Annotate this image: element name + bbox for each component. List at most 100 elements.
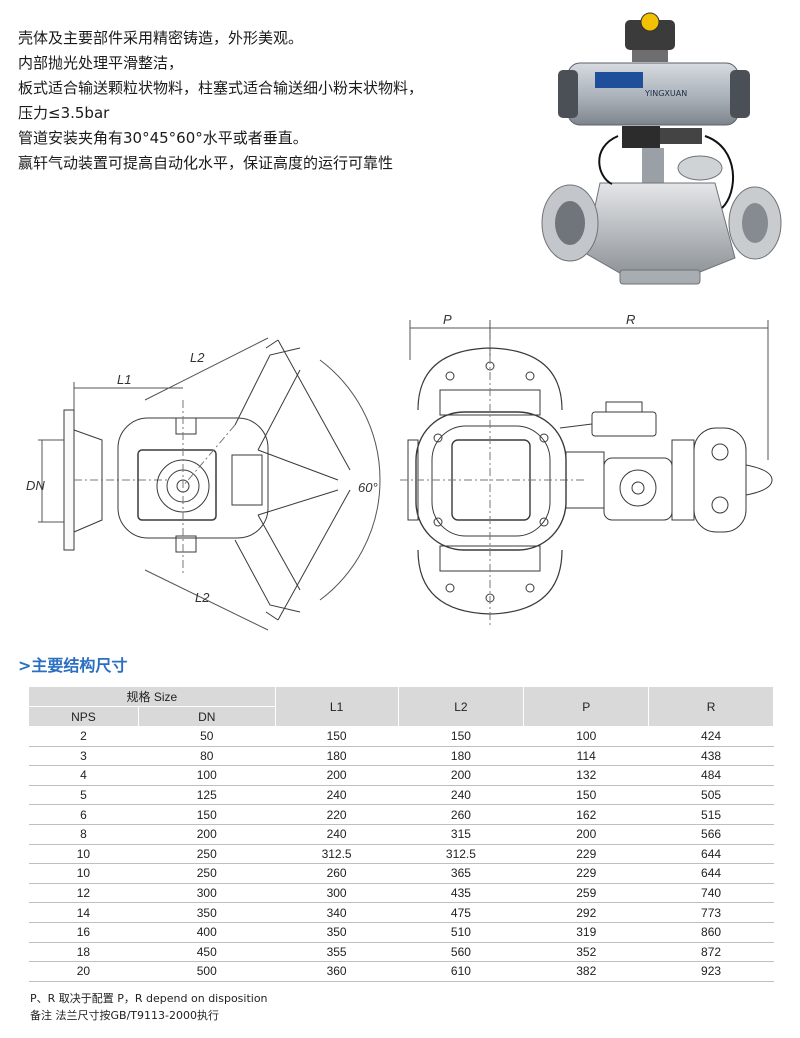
table-cell: 12 [28,883,139,904]
table-cell: 100 [523,726,649,747]
table-cell: 150 [523,785,649,806]
table-cell: 382 [523,961,649,982]
section-title: >主要结构尺寸 [18,656,128,675]
header-l2: L2 [397,686,525,727]
table-cell: 259 [523,883,649,904]
table-cell: 610 [398,961,524,982]
intro-line-2: 内部抛光处理平滑整洁， [18,54,184,72]
table-cell: 14 [28,902,139,923]
actuator-label: YINGXUAN [644,89,687,98]
technical-drawing: L1 L2 L2 DN 60° P R [26,312,773,631]
header-l1: L1 [274,686,399,727]
table-cell: 8 [28,824,139,845]
note-line-2: 备注 法兰尺寸按GB/T9113-2000执行 [30,1009,219,1022]
notes: P、R 取决于配置 P，R depend on disposition 备注 法… [30,990,268,1024]
table-cell: 6 [28,804,139,825]
table-cell: 560 [398,942,524,963]
table-cell: 292 [523,902,649,923]
label-angle: 60° [358,480,378,495]
table-cell: 740 [648,883,774,904]
label-l2-top: L2 [190,350,205,365]
table-cell: 315 [398,824,524,845]
table-cell: 773 [648,902,774,923]
table-cell: 400 [138,922,276,943]
table-cell: 200 [275,765,398,786]
table-cell: 16 [28,922,139,943]
table-cell: 200 [523,824,649,845]
table-cell: 10 [28,863,139,884]
table-cell: 260 [398,804,524,825]
table-cell: 500 [138,961,276,982]
header-nps: NPS [28,706,139,727]
table-cell: 860 [648,922,774,943]
table-cell: 200 [398,765,524,786]
intro-line-4: 压力≤3.5bar [18,104,110,122]
table-cell: 350 [275,922,398,943]
table-cell: 350 [138,902,276,923]
table-cell: 340 [275,902,398,923]
table-cell: 438 [648,746,774,767]
table-cell: 5 [28,785,139,806]
table-cell: 50 [138,726,276,747]
table-cell: 240 [398,785,524,806]
table-cell: 250 [138,844,276,865]
table-cell: 220 [275,804,398,825]
table-cell: 3 [28,746,139,767]
table-cell: 360 [275,961,398,982]
table-cell: 300 [275,883,398,904]
intro-line-5: 管道安装夹角有30°45°60°水平或者垂直。 [18,129,308,147]
table-cell: 240 [275,785,398,806]
label-l1: L1 [117,372,131,387]
side-view [38,337,381,631]
table-cell: 505 [648,785,774,806]
label-r: R [626,312,635,327]
table-cell: 872 [648,942,774,963]
intro-line-6: 赢轩气动装置可提高自动化水平，保证高度的运行可靠性 [18,154,394,172]
table-cell: 200 [138,824,276,845]
table-cell: 150 [275,726,398,747]
table-cell: 475 [398,902,524,923]
table-cell: 80 [138,746,276,767]
table-cell: 229 [523,844,649,865]
table-cell: 240 [275,824,398,845]
table-cell: 260 [275,863,398,884]
table-cell: 150 [398,726,524,747]
table-cell: 510 [398,922,524,943]
table-cell: 515 [648,804,774,825]
table-cell: 365 [398,863,524,884]
table-cell: 18 [28,942,139,963]
table-cell: 125 [138,785,276,806]
table-cell: 355 [275,942,398,963]
label-l2-bottom: L2 [195,590,210,605]
table-cell: 20 [28,961,139,982]
table-cell: 180 [275,746,398,767]
table-cell: 424 [648,726,774,747]
table-cell: 229 [523,863,649,884]
header-r: R [648,686,774,727]
table-cell: 352 [523,942,649,963]
table-cell: 162 [523,804,649,825]
table-cell: 10 [28,844,139,865]
label-dn: DN [26,478,45,493]
table-cell: 566 [648,824,774,845]
table-cell: 644 [648,863,774,884]
table-cell: 114 [523,746,649,767]
table-cell: 484 [648,765,774,786]
product-photo: YINGXUAN [541,12,782,285]
table-cell: 180 [398,746,524,767]
table-cell: 4 [28,765,139,786]
table-cell: 450 [138,942,276,963]
